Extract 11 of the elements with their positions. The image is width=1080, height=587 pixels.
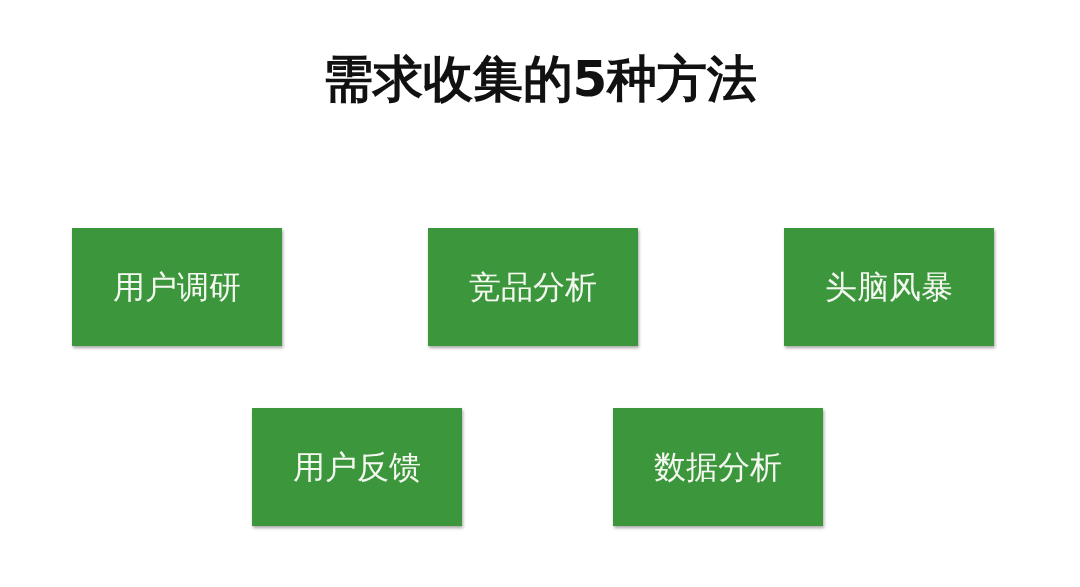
- method-label: 用户调研: [113, 267, 241, 307]
- method-label: 数据分析: [654, 447, 782, 487]
- method-box: [252, 408, 462, 526]
- method-label: 头脑风暴: [825, 267, 953, 307]
- method-box: [72, 228, 282, 346]
- title: 需求收集的5种方法: [322, 49, 758, 110]
- method-box: [613, 408, 823, 526]
- method-box: [784, 228, 994, 346]
- method-label: 用户反馈: [293, 447, 421, 487]
- method-box: [428, 228, 638, 346]
- method-label: 竞品分析: [469, 267, 597, 307]
